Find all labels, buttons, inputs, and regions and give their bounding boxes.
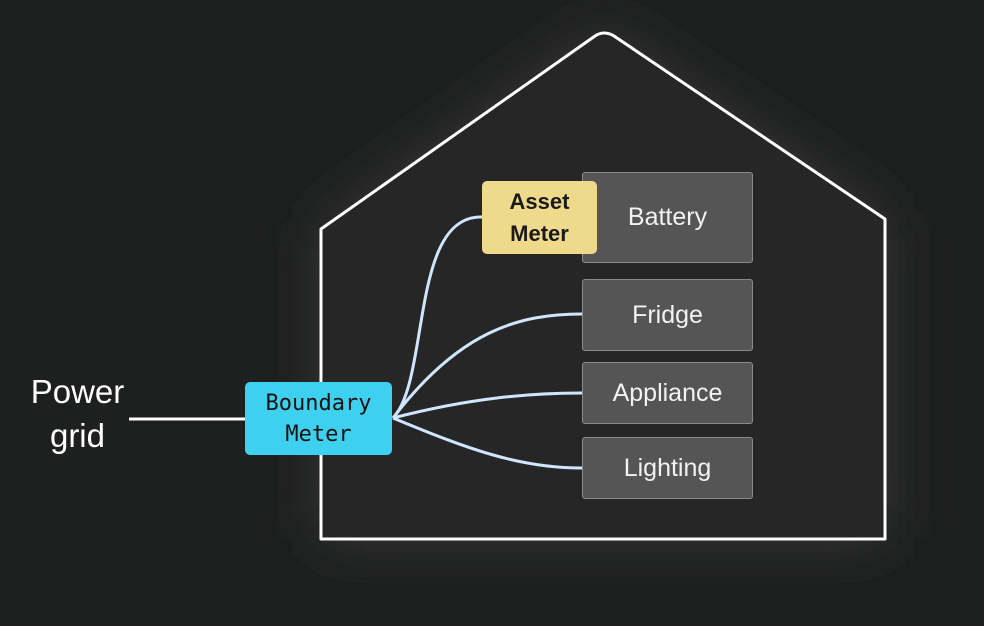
wire-to-asset-meter: [391, 215, 483, 420]
appliance-box: Appliance: [582, 362, 753, 424]
lighting-box: Lighting: [582, 437, 753, 499]
boundary-meter-box: Boundary Meter: [245, 382, 392, 455]
wire-to-fridge: [391, 312, 583, 419]
fridge-box: Fridge: [582, 279, 753, 351]
power-grid-label: Power grid: [30, 373, 125, 454]
wire-to-appliance: [392, 391, 583, 420]
battery-box: Battery: [582, 172, 753, 263]
asset-meter-box: Asset Meter: [482, 181, 597, 254]
wire-to-lighting: [392, 416, 583, 470]
